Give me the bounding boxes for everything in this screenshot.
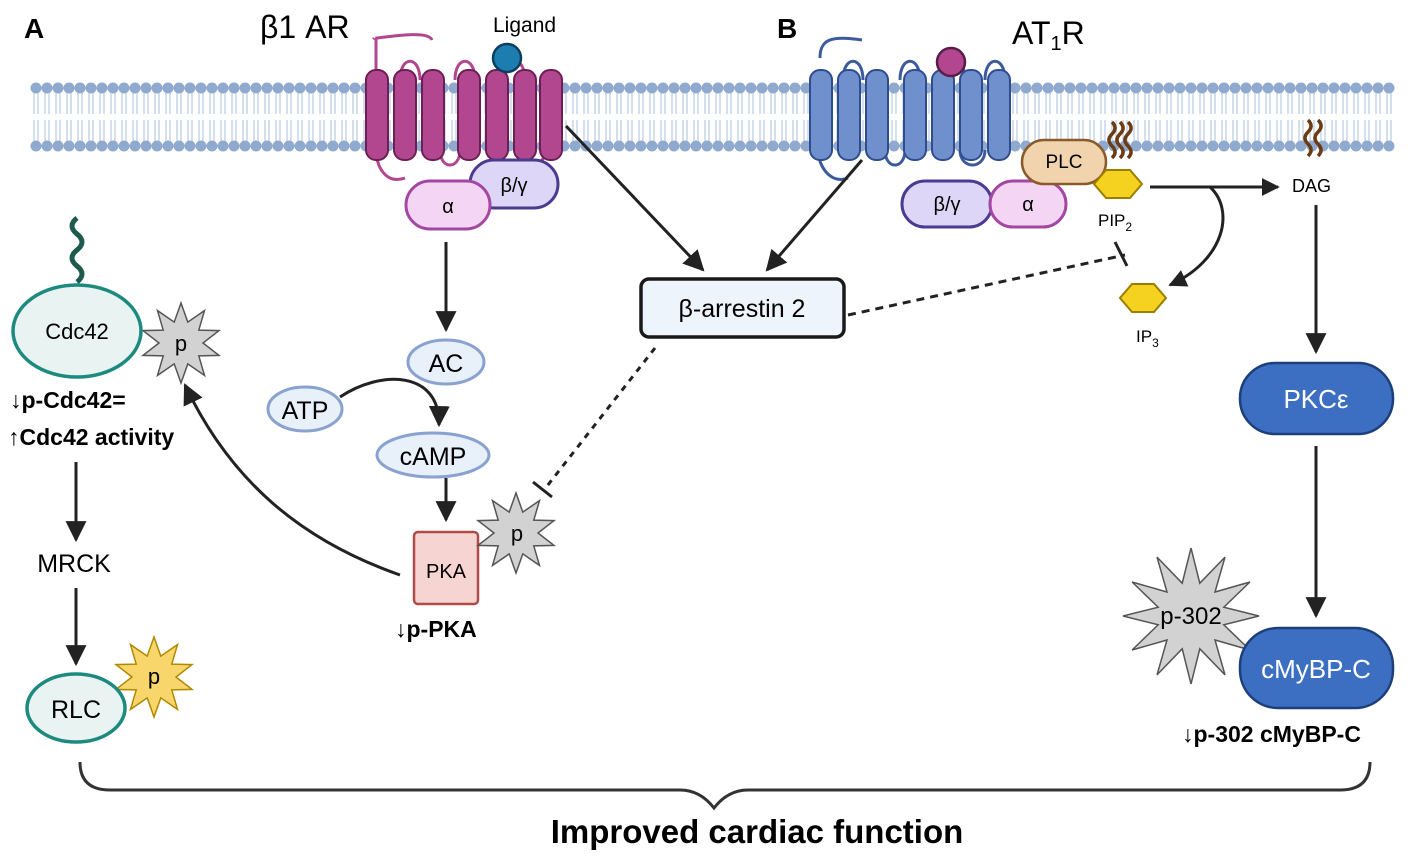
dag-lipid-tails — [1303, 118, 1323, 158]
g-alpha-left-label: α — [442, 196, 454, 218]
pka-phospho-label: p — [511, 521, 523, 546]
conclusion-label: Improved cardiac function — [551, 813, 964, 850]
beta-arrestin-2-label: β-arrestin 2 — [679, 295, 806, 323]
ac-label: AC — [429, 350, 464, 378]
at1r-helices — [809, 69, 1011, 161]
inhibit-bar-pka — [532, 480, 553, 499]
atp-node — [266, 385, 344, 433]
pka-node — [412, 530, 480, 606]
g-alpha-left — [404, 179, 492, 231]
beta-arrestin-2-box — [639, 277, 846, 339]
pka-note: ↓p-PKA — [395, 616, 477, 642]
pkce-label: PKCε — [1283, 384, 1348, 414]
ip3-label: IP3 — [1136, 327, 1159, 350]
inhibit-bar-pip2 — [1113, 241, 1129, 267]
arrow-at1r-to-arrestin — [765, 159, 864, 272]
arrow-pka-to-cdc42 — [183, 383, 401, 577]
cmybpc-node — [1238, 626, 1395, 710]
inhibit-arrestin-to-pip2 — [847, 253, 1126, 317]
beta1-ar-receptor — [372, 33, 547, 181]
cdc42-label: Cdc42 — [45, 319, 109, 344]
inhibit-arrestin-to-pka — [542, 347, 657, 491]
panel-label-a: A — [24, 13, 44, 44]
panel-label-b: B — [777, 13, 797, 44]
plc-label: PLC — [1046, 152, 1083, 173]
p302-label: p-302 — [1160, 603, 1221, 630]
g-alpha-right-label: α — [1022, 194, 1034, 216]
at1r-ligand-icon — [935, 46, 967, 78]
arrow-pip2-to-ip3 — [1168, 185, 1225, 287]
pip2-hexagon-icon — [1092, 169, 1144, 199]
ligand-label: Ligand — [493, 14, 556, 37]
cdc42-note-line2: ↑Cdc42 activity — [8, 424, 174, 450]
cdc42-phospho-label: p — [175, 331, 187, 356]
p302-phospho-star-icon — [1122, 547, 1260, 685]
pip2-label: PIP2 — [1098, 211, 1132, 234]
cell-membrane — [30, 82, 1395, 152]
rlc-label: RLC — [51, 696, 101, 724]
rlc-phospho-star-icon — [113, 634, 195, 720]
g-betagamma-left-label: β/γ — [500, 175, 527, 197]
cdc42-anchor-icon — [69, 216, 85, 284]
at1r-title: AT1R — [1012, 15, 1085, 55]
cmybpc-note: ↓p-302 cMyBP-C — [1182, 721, 1361, 747]
cdc42-note-line1: ↓p-Cdc42= — [10, 387, 126, 413]
ligand-icon — [491, 42, 523, 74]
arrow-atp-to-camp — [339, 377, 450, 428]
g-alpha-right — [988, 179, 1068, 229]
pip2-lipid-tails — [1107, 120, 1133, 160]
plc-node — [1020, 138, 1108, 186]
beta1-ar-helices — [365, 69, 563, 161]
atp-label: ATP — [282, 397, 329, 425]
camp-label: cAMP — [400, 443, 467, 471]
dag-label: DAG — [1292, 176, 1331, 196]
ac-node — [406, 338, 486, 386]
rlc-node — [25, 672, 127, 744]
pathway-arrows — [65, 124, 1327, 667]
beta1-ar-title: β1 AR — [260, 9, 350, 45]
bracket — [78, 761, 1372, 811]
pkce-node — [1238, 361, 1395, 436]
ip3-hexagon-icon — [1118, 283, 1168, 313]
cmybpc-label: cMyBP-C — [1261, 654, 1371, 684]
pka-phospho-star-icon — [475, 490, 557, 576]
g-betagamma-right-label: β/γ — [933, 194, 960, 216]
cdc42-node — [11, 283, 143, 379]
cdc42-phospho-star-icon — [140, 300, 222, 386]
camp-node — [375, 431, 491, 479]
rlc-phospho-label: p — [148, 664, 160, 689]
arrow-beta1-to-arrestin — [564, 124, 705, 272]
pka-label: PKA — [426, 561, 467, 583]
mrck-label: MRCK — [37, 550, 111, 578]
